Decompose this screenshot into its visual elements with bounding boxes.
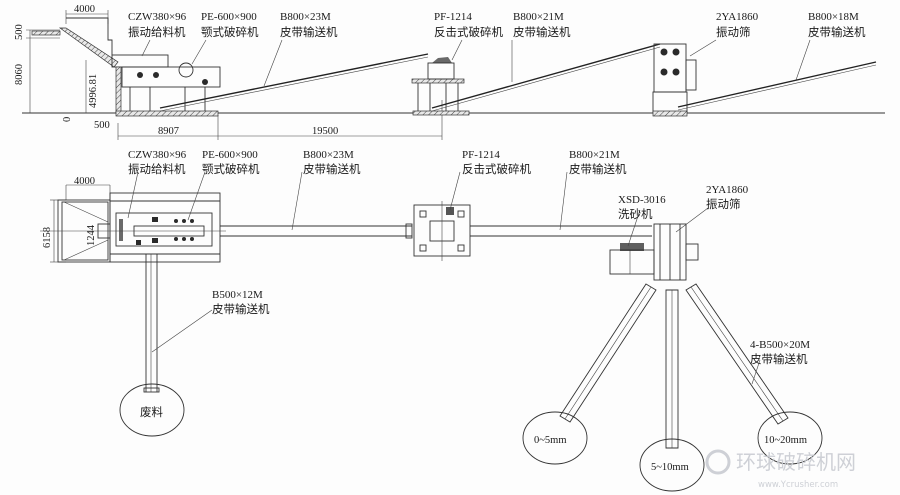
dim-hopper-width: 4000 bbox=[74, 4, 95, 15]
elevation-dimensions: 500 8060 4996.81 0 500 4000 8907 19500 bbox=[14, 4, 443, 140]
conveyor-2-belt bbox=[431, 43, 661, 109]
plan-leaders bbox=[127, 171, 761, 385]
label-impact-model: PF-1214 bbox=[434, 11, 472, 23]
label-screen-model: 2YA1860 bbox=[716, 11, 759, 23]
plan-label-feeder-model: CZW380×96 bbox=[128, 149, 187, 161]
label-conveyor1-name: 皮带输送机 bbox=[280, 25, 338, 39]
dim-platform-height: 4996.81 bbox=[88, 74, 99, 108]
watermark: 环球破碎机网 www.Ycrusher.com bbox=[705, 449, 856, 490]
label-feeder-model: CZW380×96 bbox=[128, 11, 187, 23]
plan-label-jaw-name: 颚式破碎机 bbox=[202, 162, 260, 176]
impact-crusher-structure bbox=[411, 57, 470, 116]
plan-feeder-jaw bbox=[40, 192, 226, 263]
plan-label-impact-name: 反击式破碎机 bbox=[462, 162, 531, 176]
label-impact-name: 反击式破碎机 bbox=[434, 25, 503, 39]
screen-structure bbox=[652, 43, 697, 117]
plan-label-washer-name: 洗砂机 bbox=[618, 207, 653, 221]
dim-plan-hopper-width: 4000 bbox=[74, 176, 95, 187]
feeder-jaw-structure bbox=[31, 17, 221, 117]
stockpile-coarse bbox=[757, 411, 823, 465]
dim-section-1: 8907 bbox=[158, 126, 179, 137]
conveyor-3-belt bbox=[677, 61, 877, 108]
label-conveyor3-model: B800×18M bbox=[808, 11, 859, 23]
elevation-labels: CZW380×96 振动给料机 PE-600×900 颚式破碎机 B800×23… bbox=[128, 11, 866, 39]
plan-conveyor-2 bbox=[470, 225, 652, 237]
label-conveyor3-name: 皮带输送机 bbox=[808, 25, 866, 39]
label-jaw-model: PE-600×900 bbox=[201, 11, 257, 23]
elevation-view: 500 8060 4996.81 0 500 4000 8907 19500 bbox=[14, 4, 885, 140]
plan-label-product-conveyors-name: 皮带输送机 bbox=[750, 352, 808, 366]
label-conveyor2-model: B800×21M bbox=[513, 11, 564, 23]
plan-view: 4000 6158 1244 bbox=[40, 149, 823, 492]
plan-label-conveyor1-name: 皮带输送机 bbox=[303, 162, 361, 176]
plan-label-conveyor2-name: 皮带输送机 bbox=[569, 162, 627, 176]
watermark-logo-icon bbox=[705, 449, 731, 475]
plan-label-waste-conveyor-model: B500×12M bbox=[212, 289, 263, 301]
plan-sand-washer bbox=[609, 243, 655, 275]
plan-dimensions: 4000 6158 1244 bbox=[42, 176, 111, 263]
dim-top-offset: 500 bbox=[14, 24, 25, 40]
plan-screen bbox=[653, 223, 699, 281]
dim-section-2: 19500 bbox=[312, 126, 338, 137]
dim-overall-width: 6158 bbox=[42, 227, 53, 248]
plan-label-conveyor1-model: B800×23M bbox=[303, 149, 354, 161]
plan-label-product-conveyors-model: 4-B500×20M bbox=[750, 339, 810, 351]
plan-label-washer-model: XSD-3016 bbox=[618, 194, 666, 206]
plan-label-impact-model: PF-1214 bbox=[462, 149, 500, 161]
plan-conveyor-1 bbox=[220, 223, 413, 239]
label-screen-name: 振动筛 bbox=[716, 25, 751, 39]
dim-inner-width: 1244 bbox=[86, 224, 97, 246]
elevation-leaders bbox=[141, 39, 811, 87]
label-conveyor2-name: 皮带输送机 bbox=[513, 25, 571, 39]
plan-waste-conveyor bbox=[143, 254, 160, 393]
plan-label-jaw-model: PE-600×900 bbox=[202, 149, 258, 161]
conveyor-1-belt bbox=[159, 53, 429, 109]
stockpile-waste bbox=[119, 383, 185, 437]
dim-base-offset: 500 bbox=[94, 120, 110, 131]
stockpile-medium bbox=[639, 438, 705, 492]
dim-datum: 0 bbox=[62, 117, 73, 122]
dim-total-height: 8060 bbox=[14, 64, 25, 85]
plan-label-screen-model: 2YA1860 bbox=[706, 184, 749, 196]
stockpile-fine-label: 0~5mm bbox=[534, 435, 567, 446]
plan-labels: CZW380×96 振动给料机 PE-600×900 颚式破碎机 B800×23… bbox=[128, 149, 810, 366]
stockpile-fine bbox=[522, 411, 588, 465]
plan-product-conveyors bbox=[559, 283, 789, 449]
label-conveyor1-model: B800×23M bbox=[280, 11, 331, 23]
label-feeder-name: 振动给料机 bbox=[128, 25, 186, 39]
stockpile-coarse-label: 10~20mm bbox=[764, 435, 807, 446]
plan-label-conveyor2-model: B800×21M bbox=[569, 149, 620, 161]
watermark-title: 环球破碎机网 bbox=[736, 450, 856, 474]
stockpile-waste-label: 废料 bbox=[140, 405, 163, 419]
watermark-url: www.Ycrusher.com bbox=[758, 480, 838, 490]
plan-label-screen-name: 振动筛 bbox=[706, 197, 741, 211]
plan-label-feeder-name: 振动给料机 bbox=[128, 162, 186, 176]
label-jaw-name: 颚式破碎机 bbox=[201, 25, 259, 39]
stockpile-medium-label: 5~10mm bbox=[651, 462, 689, 473]
plan-impact-crusher bbox=[413, 201, 471, 261]
plan-label-waste-conveyor-name: 皮带输送机 bbox=[212, 302, 270, 316]
